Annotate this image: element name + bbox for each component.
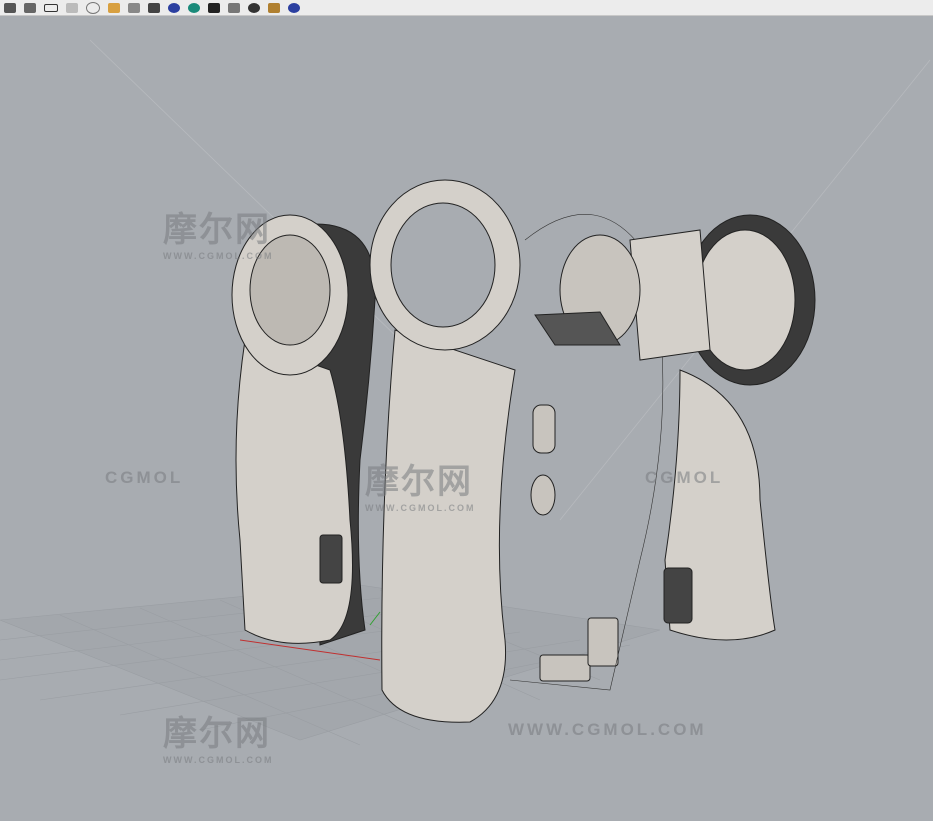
x-axis: [239, 639, 381, 661]
watermark-en-right: CGMOL: [645, 468, 724, 487]
small-parts: [530, 404, 619, 682]
mesh-icon[interactable]: [188, 2, 200, 13]
surface-icon[interactable]: [148, 2, 160, 13]
watermark-en-left: CGMOL: [105, 468, 184, 487]
right-handle-part: [534, 214, 816, 641]
model-render: [0, 39, 931, 746]
watermark-url: WWW.CGMOL.COM: [508, 720, 707, 739]
polygon-icon[interactable]: [66, 2, 78, 13]
material-icon[interactable]: [228, 2, 240, 13]
circle-icon[interactable]: [86, 1, 100, 14]
toolbar: [0, 0, 933, 16]
watermark-cn-text: 摩尔网: [365, 462, 473, 502]
curve-icon[interactable]: [24, 2, 36, 13]
point-icon[interactable]: [4, 2, 16, 13]
arc-icon[interactable]: [108, 2, 120, 13]
help-icon[interactable]: [288, 2, 300, 13]
solid-icon[interactable]: [168, 2, 180, 13]
watermark-cn-text: 摩尔网: [163, 714, 271, 754]
left-handle-part: [231, 214, 376, 646]
transform-icon[interactable]: [268, 2, 280, 13]
dimension-icon[interactable]: [248, 2, 260, 13]
line-icon[interactable]: [128, 2, 140, 13]
rectangle-icon[interactable]: [44, 3, 58, 12]
watermark-sub-text: WWW.CGMOL.COM: [163, 251, 274, 261]
watermark-cn-text: 摩尔网: [163, 210, 271, 250]
watermark-sub-text: WWW.CGMOL.COM: [163, 755, 274, 765]
y-axis: [369, 611, 381, 626]
watermark-sub-text: WWW.CGMOL.COM: [365, 503, 476, 513]
render-icon[interactable]: [208, 2, 220, 13]
center-shell-part: [369, 179, 521, 723]
